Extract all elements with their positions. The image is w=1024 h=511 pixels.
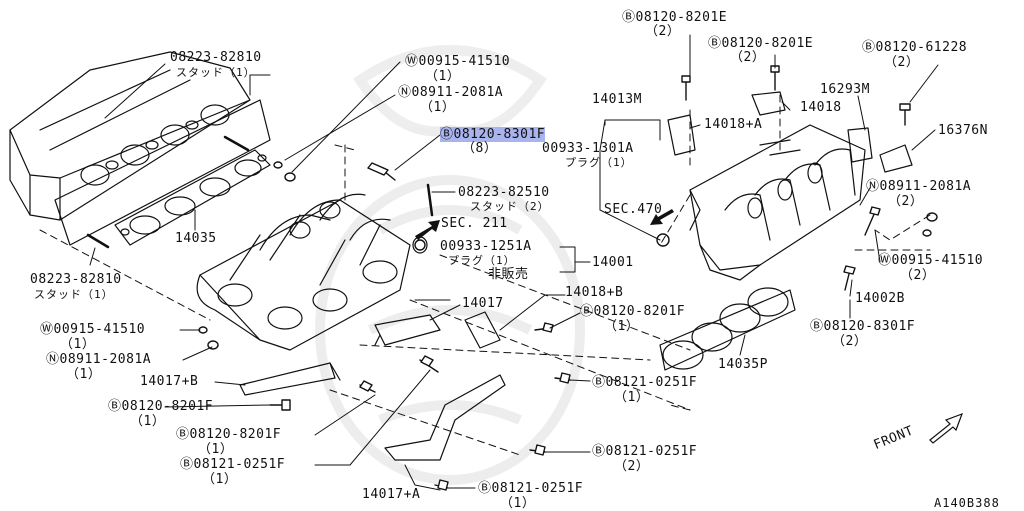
label-b-08120-8301f-highlighted: Ⓑ08120-8301F — [440, 127, 546, 142]
label-16293m: 16293M — [820, 82, 870, 97]
label-not-for-sale: 非販売 — [488, 267, 529, 282]
bracket-14018-illustration — [751, 91, 786, 116]
label-b-08121-0251f-right: Ⓑ08121-0251F — [592, 444, 698, 459]
gasket-14035p-illustration — [659, 287, 796, 371]
label-plug-qty-1301a: プラグ（1） — [565, 156, 633, 169]
label-14017-a: 14017+A — [362, 487, 421, 502]
label-stud-qty-mid: スタッド（2） — [470, 200, 550, 213]
label-b-8301f-qty-right: （2） — [832, 334, 868, 349]
part-16376n-illustration — [879, 144, 913, 173]
label-b-qty-8: （8） — [462, 141, 498, 156]
label-plug-qty-1251a: プラグ（1） — [448, 254, 516, 267]
label-w-00915-41510-left: Ⓦ00915-41510 — [40, 322, 146, 337]
label-b-08120-8201e-1: Ⓑ08120-8201E — [622, 10, 728, 25]
intake-manifold-14001-illustration — [196, 193, 428, 351]
label-b-0251f-qty-left: （1） — [202, 472, 238, 487]
label-sec-211: SEC. 211 — [441, 216, 508, 231]
label-b-0251f-qty-right: （2） — [614, 459, 650, 474]
label-b-08121-0251f-bottom: Ⓑ08121-0251F — [478, 481, 584, 496]
label-b-8201f-qty-left: （1） — [130, 414, 166, 429]
bracket-14018a-illustration — [667, 114, 696, 156]
label-b-08121-0251f-mid: Ⓑ08121-0251F — [592, 375, 698, 390]
label-b-08121-0251f-left: Ⓑ08121-0251F — [180, 457, 286, 472]
bracket-14017-illustration — [374, 314, 441, 346]
diagram-code: A140B388 — [934, 496, 1000, 510]
label-14018-a: 14018+A — [704, 117, 763, 132]
label-plug-00933-1251a: 00933-1251A — [440, 239, 532, 254]
label-b-0251f-qty-mid: （1） — [614, 390, 650, 405]
label-n-qty-top: （1） — [420, 100, 456, 115]
label-b-08120-8201e-2: Ⓑ08120-8201E — [708, 36, 814, 51]
cylinder-head-illustration — [9, 51, 271, 246]
label-14001: 14001 — [592, 255, 634, 270]
label-stud-08223-82510: 08223-82510 — [458, 185, 550, 200]
label-14013m: 14013M — [592, 92, 642, 107]
label-b-08120-8201f-center: Ⓑ08120-8201F — [176, 427, 282, 442]
label-14018: 14018 — [800, 100, 842, 115]
label-n-08911-2081a-top: Ⓝ08911-2081A — [398, 85, 504, 100]
label-b-8201f-qty-mid: （1） — [604, 319, 640, 334]
label-w-qty-left: （1） — [60, 337, 96, 352]
gasket-16293m-illustration — [847, 127, 873, 163]
label-n-qty-right: （2） — [888, 194, 924, 209]
bolts — [198, 65, 938, 491]
label-stud-08223-82810-top: 08223-82810 — [170, 50, 262, 65]
label-sec-470: SEC.470 — [604, 202, 663, 217]
label-14017-b: 14017+B — [140, 374, 199, 389]
highlight-08120-8301f: Ⓑ08120-8301F — [440, 127, 546, 142]
label-w-qty-right: （2） — [900, 268, 936, 283]
label-b-08120-8201f-mid: Ⓑ08120-8201F — [580, 304, 686, 319]
bracket-14018b-illustration — [464, 311, 501, 349]
label-w-00915-41510-top: Ⓦ00915-41510 — [405, 54, 511, 69]
bracket-14017b-illustration — [239, 362, 341, 396]
bracket-14017a-illustration — [384, 374, 506, 461]
front-arrow — [929, 412, 964, 444]
label-16376n: 16376N — [938, 123, 988, 138]
label-b-0251f-qty-bottom: （1） — [500, 496, 536, 511]
label-w-qty-top: （1） — [425, 69, 461, 84]
label-14035p: 14035P — [718, 357, 768, 372]
intake-collector-14013m-illustration — [689, 124, 866, 281]
label-b-08120-8201f-left: Ⓑ08120-8201F — [108, 399, 214, 414]
label-b-61228-qty: （2） — [884, 55, 920, 70]
label-14017: 14017 — [462, 296, 504, 311]
label-b-08120-8301f-right: Ⓑ08120-8301F — [810, 319, 916, 334]
label-stud-08223-82810-left: 08223-82810 — [30, 272, 122, 287]
label-stud-qty-top: スタッド（1） — [176, 66, 256, 79]
label-b-8201f-qty-center: （1） — [198, 442, 234, 457]
gasket-14035-illustration — [114, 149, 271, 246]
label-14018-b: 14018+B — [565, 285, 624, 300]
label-n-qty-left: （1） — [66, 367, 102, 382]
label-14035: 14035 — [175, 231, 217, 246]
label-n-08911-2081a-right: Ⓝ08911-2081A — [866, 179, 972, 194]
label-b-08120-61228: Ⓑ08120-61228 — [862, 40, 968, 55]
sec-arrows — [415, 209, 674, 240]
label-b-8201e-qty-1: （2） — [645, 24, 681, 39]
label-14002b: 14002B — [855, 291, 905, 306]
label-stud-qty-left: スタッド（1） — [34, 288, 114, 301]
label-w-00915-41510-right: Ⓦ00915-41510 — [878, 253, 984, 268]
label-b-8201e-qty-2: （2） — [730, 50, 766, 65]
label-plug-00933-1301a: 00933-1301A — [542, 141, 634, 156]
label-n-08911-2081a-left: Ⓝ08911-2081A — [46, 352, 152, 367]
dashed-lines — [39, 94, 931, 456]
